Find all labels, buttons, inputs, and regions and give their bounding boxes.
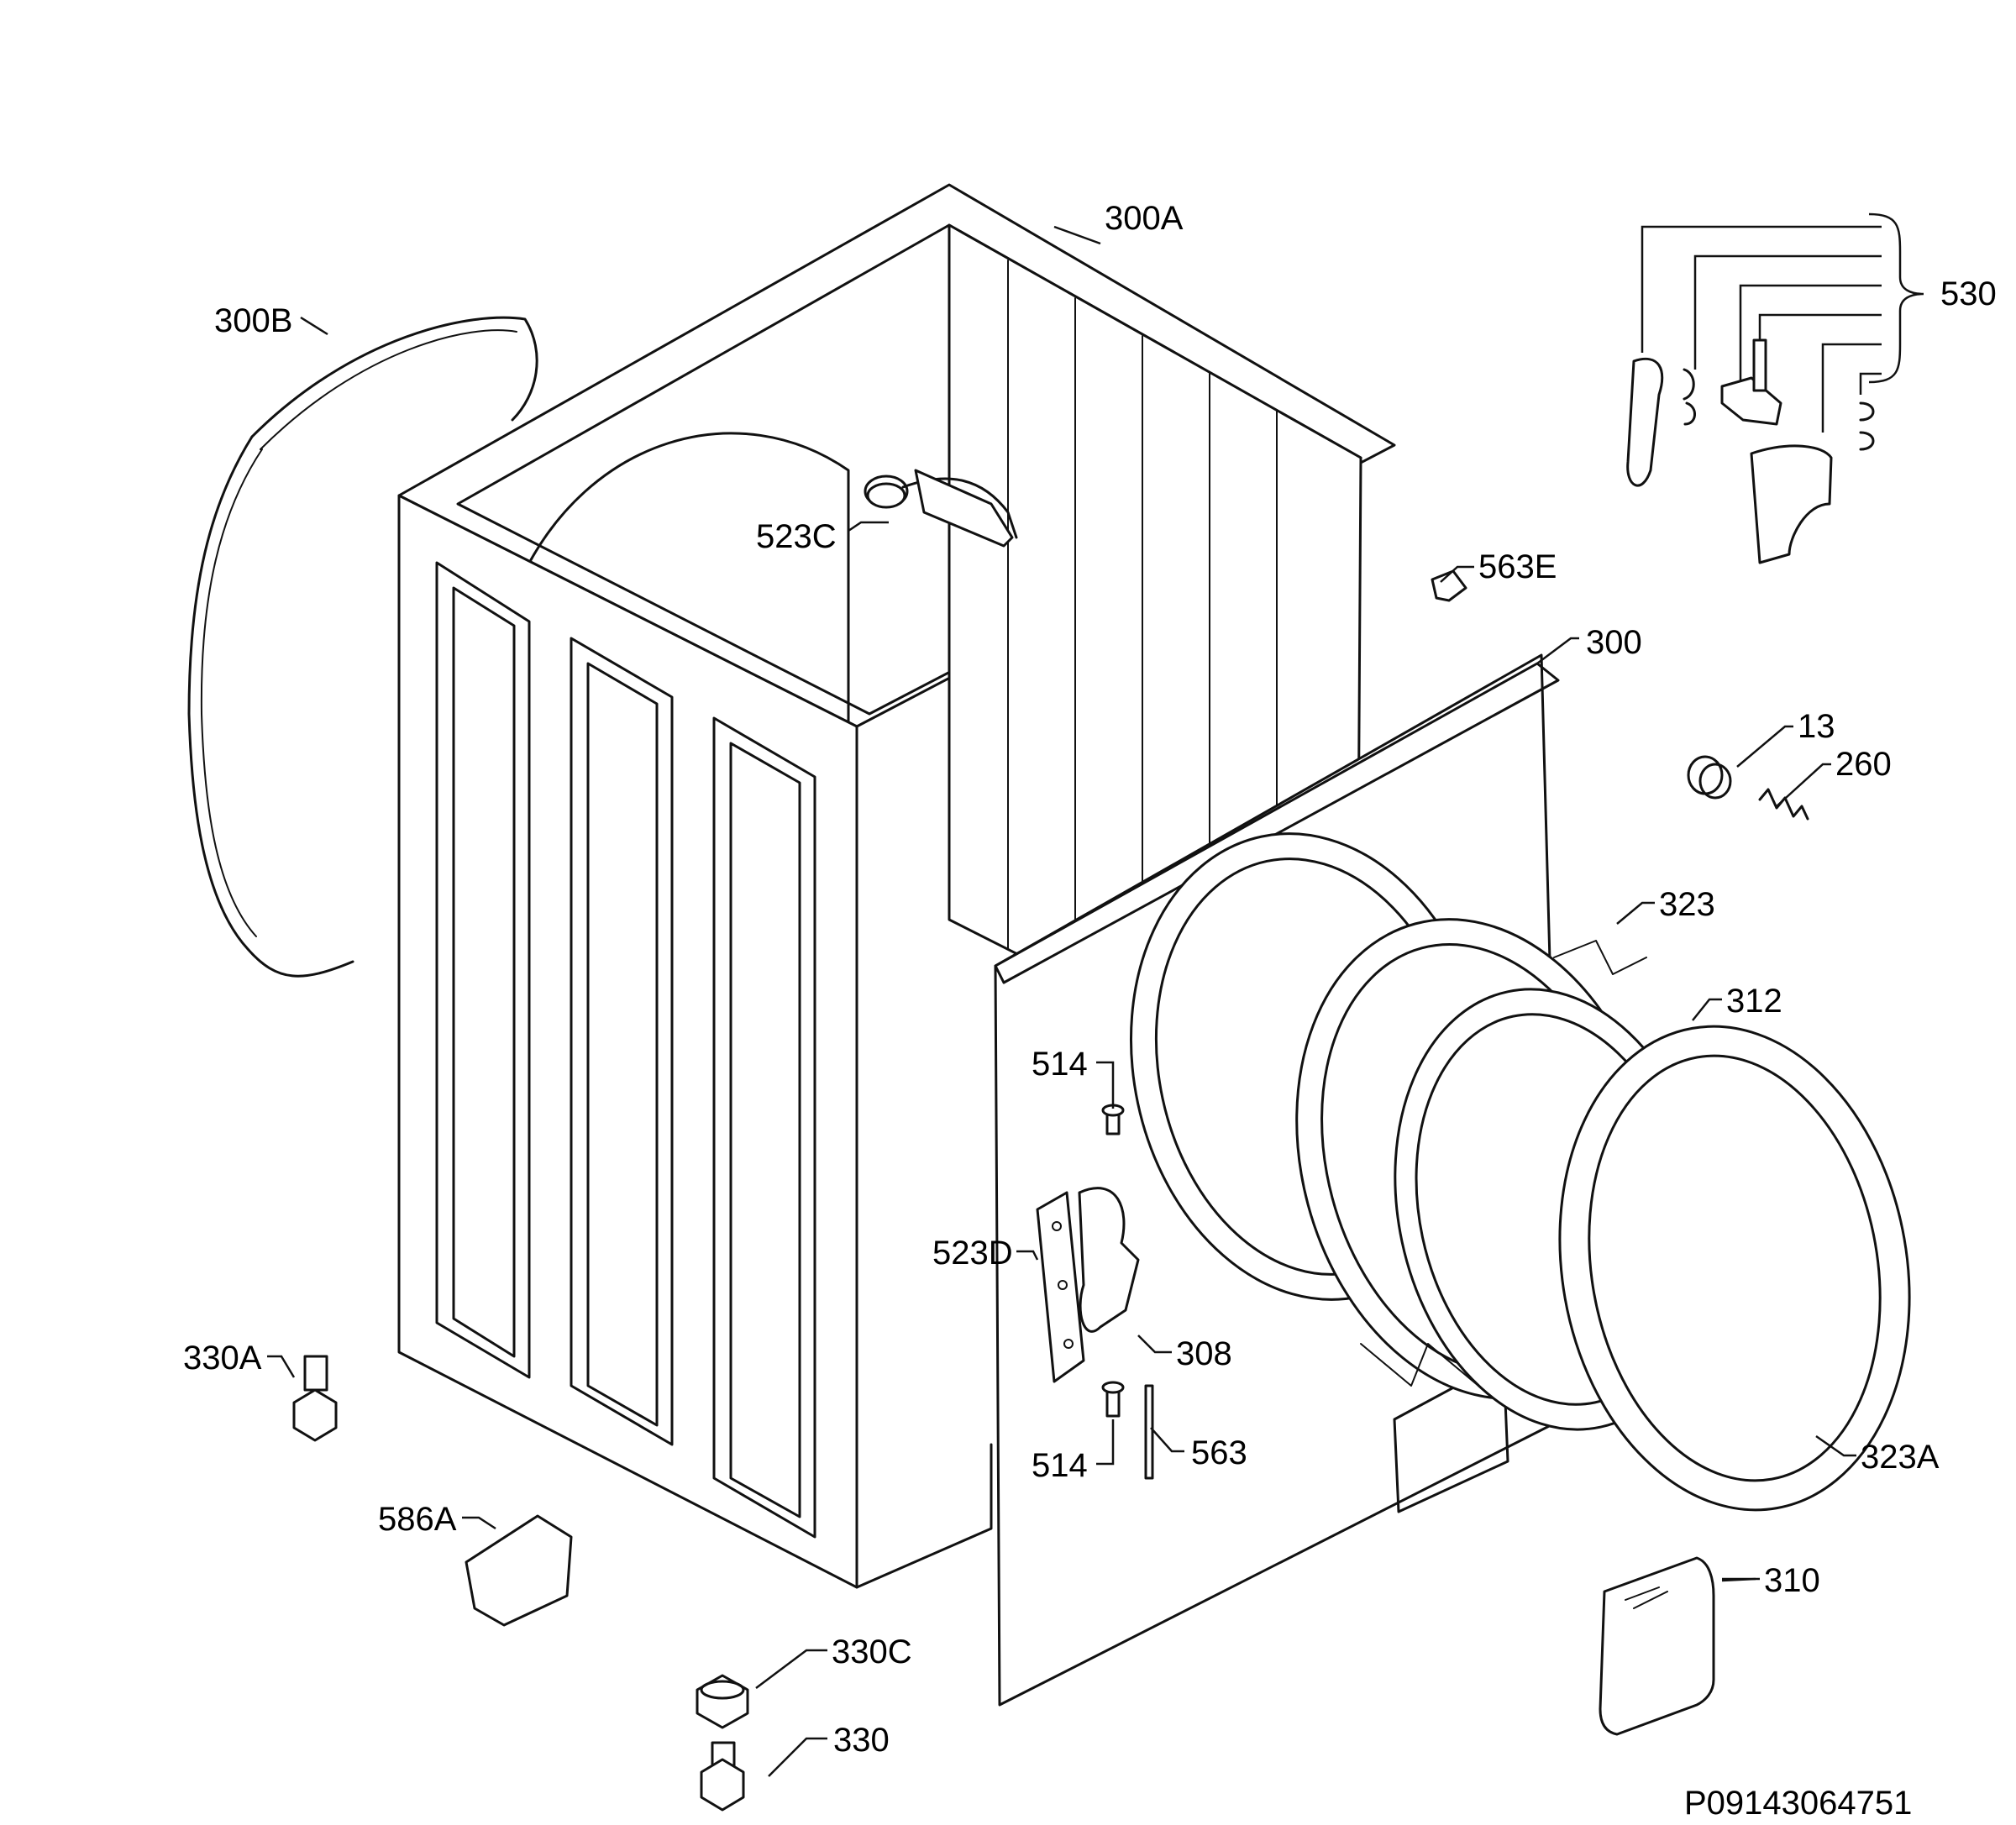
label-300A: 300A [1105, 200, 1184, 237]
spring-part-260 [1758, 788, 1809, 821]
bushing-part-13 [1687, 755, 1732, 800]
label-563: 563 [1191, 1434, 1247, 1471]
label-330A: 330A [183, 1340, 262, 1377]
label-300: 300 [1586, 624, 1642, 661]
hose-holder-part-523C [866, 469, 1014, 548]
label-586A: 586A [378, 1501, 457, 1538]
label-514-upper: 514 [1032, 1046, 1088, 1083]
rear-seal-part-300B [187, 316, 538, 978]
label-312: 312 [1726, 983, 1782, 1020]
label-563E: 563E [1478, 548, 1557, 585]
label-523C: 523C [756, 518, 837, 555]
filter-cover-part-310 [1599, 1556, 1715, 1736]
label-330C: 330C [832, 1634, 912, 1670]
label-308: 308 [1176, 1335, 1232, 1372]
bracket-part-586A [465, 1514, 573, 1627]
label-323: 323 [1659, 886, 1715, 923]
label-330: 330 [833, 1722, 890, 1759]
door-outer-ring-part-323A [1558, 1025, 1911, 1512]
label-523D: 523D [932, 1235, 1013, 1272]
lock-assembly-part-530 [1626, 212, 1924, 564]
bolt-part-514-upper [1101, 1104, 1125, 1135]
bolt-part-514-lower [1101, 1381, 1125, 1418]
part-labels: 300A 300B 530 523C 563E 300 13 260 323 3… [183, 200, 1997, 1822]
foot-part-330 [700, 1741, 745, 1812]
label-300B: 300B [214, 302, 292, 339]
label-13: 13 [1798, 708, 1835, 745]
label-310: 310 [1764, 1562, 1820, 1599]
foot-cap-part-330C [696, 1674, 749, 1729]
label-323A: 323A [1861, 1439, 1940, 1476]
foot-part-330A [292, 1355, 338, 1442]
leader-lines [267, 225, 1856, 1777]
pin-part-563 [1144, 1384, 1154, 1480]
reference-code: P09143064751 [1684, 1785, 1912, 1822]
door-hinge-part-523D [1036, 1187, 1140, 1383]
label-530: 530 [1940, 275, 1997, 312]
label-514-lower: 514 [1032, 1447, 1088, 1484]
label-260: 260 [1835, 746, 1892, 783]
